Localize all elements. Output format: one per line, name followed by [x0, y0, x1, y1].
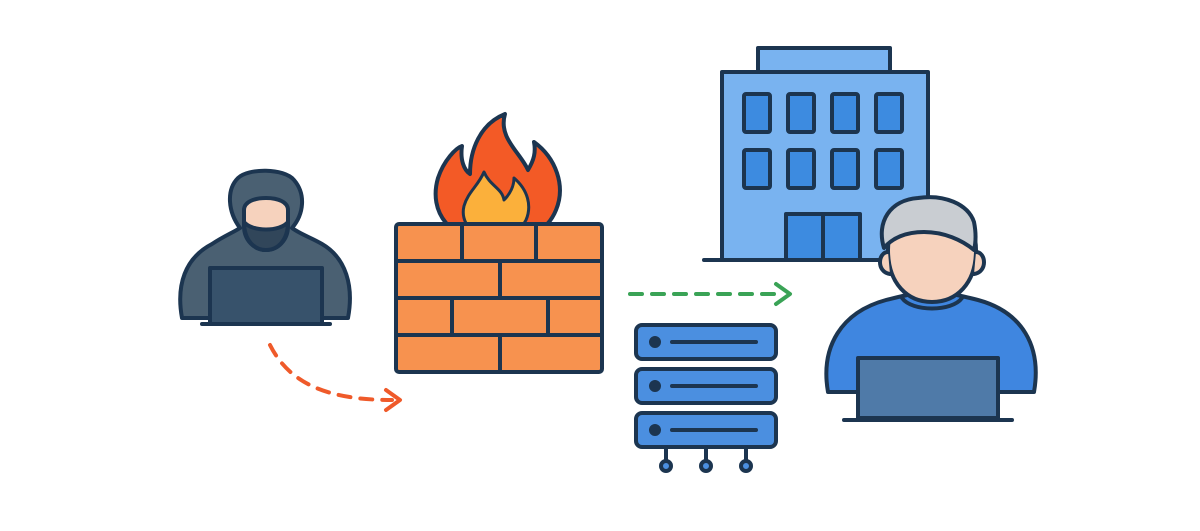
attack-arrow	[268, 343, 402, 412]
allowed-arrow-head	[774, 282, 792, 306]
hacker-laptop	[208, 266, 324, 326]
employee-hair	[879, 195, 978, 252]
attack-arrow-head	[384, 388, 402, 412]
attack-arrow-line	[268, 343, 394, 402]
employee-icon	[824, 195, 1038, 422]
firewall-icon	[394, 112, 604, 374]
allowed-traffic-arrow	[628, 282, 792, 306]
building-roof	[756, 46, 892, 74]
server-icon	[634, 323, 778, 473]
flame-icon	[433, 112, 562, 244]
hacker-icon	[178, 168, 352, 326]
employee-laptop	[856, 356, 1000, 420]
brick-wall	[394, 222, 604, 374]
hacker-mask	[242, 220, 290, 252]
